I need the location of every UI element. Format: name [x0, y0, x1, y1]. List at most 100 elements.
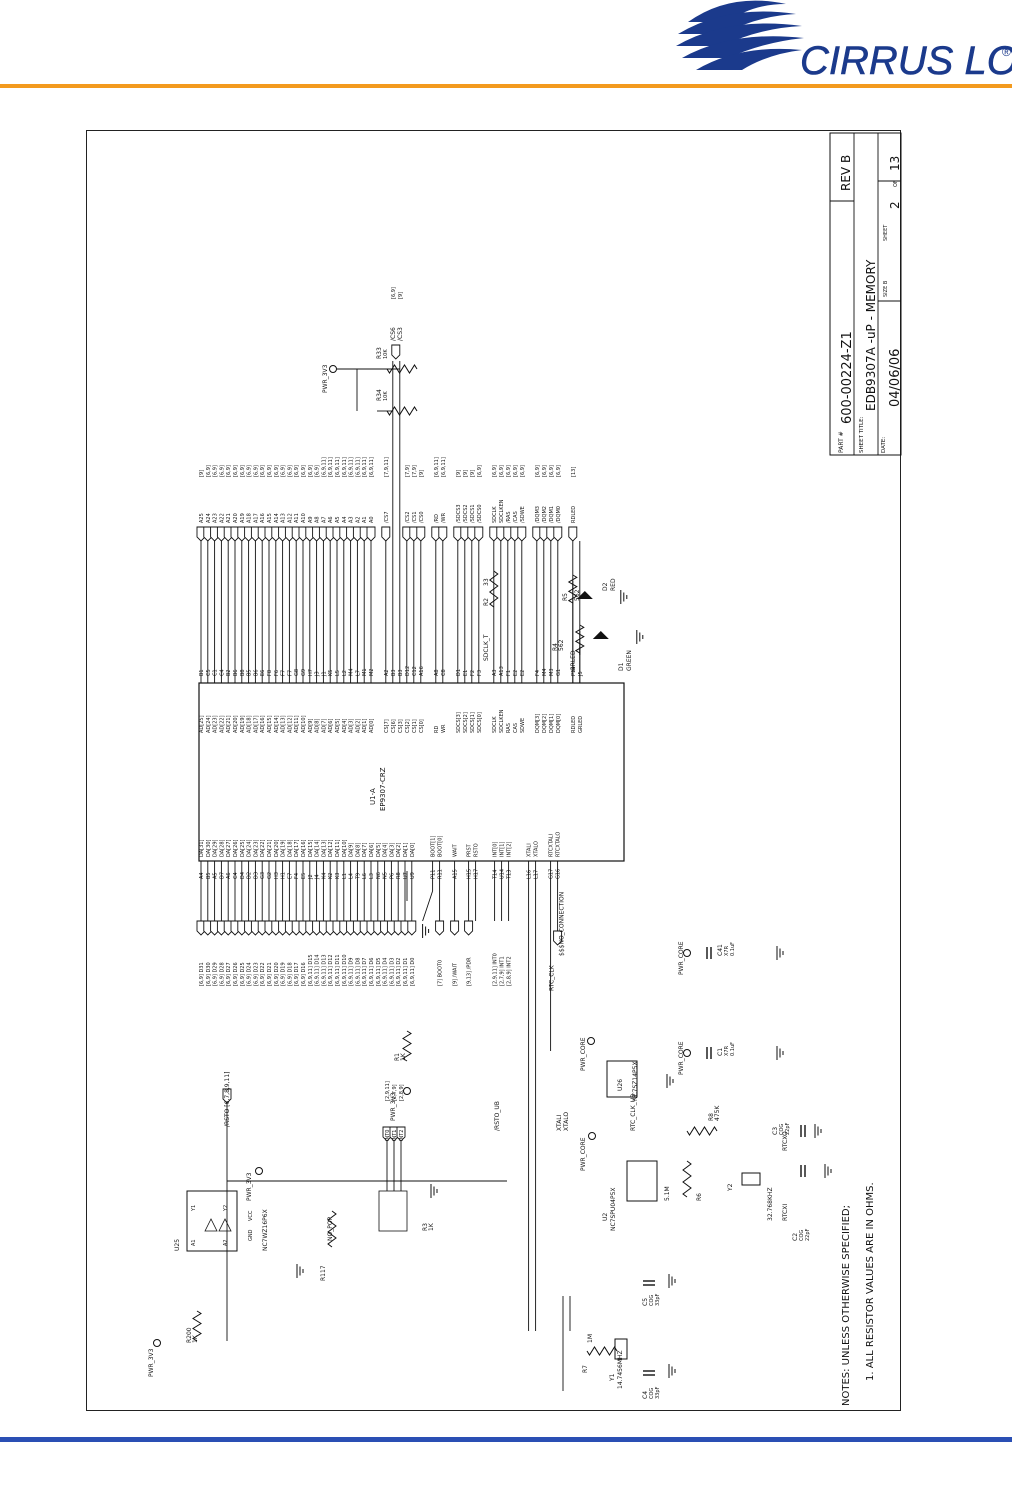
net-label: /SDCS1 [470, 504, 476, 523]
rsto-label: /RSTO [6,7,8,9,11] [224, 1071, 231, 1127]
net-label: /SDWE [520, 506, 526, 523]
pin-number: L17 [534, 870, 540, 879]
c4-ref: C4 [642, 1391, 649, 1399]
u25-part: NC7WZ16P6X [262, 1209, 269, 1251]
date-label: DATE: [881, 437, 887, 453]
pin-name: AD[23] [213, 715, 219, 733]
net-label: RDLED [571, 506, 577, 523]
pin-number: C1 [213, 669, 219, 676]
u25-ref: U25 [174, 1239, 181, 1251]
net-ref: [6,9] [492, 465, 498, 477]
pin-number: H15 [467, 869, 473, 879]
net-label: [2,8,9] INT2 [507, 956, 513, 986]
net-ref: [6,9,11] [434, 457, 440, 477]
net-label: [6,9] D17 [294, 962, 300, 986]
sheet-total: 13 [888, 156, 902, 171]
pwr-3v3-pin-icon [329, 365, 337, 373]
int-net-label: INT1 [392, 1130, 398, 1141]
net-label: [2,7,9] INT1 [500, 956, 506, 986]
c4-type: COG [649, 1388, 655, 1399]
crystal-y2-icon [741, 1172, 761, 1186]
int-net-ref: [2,7,9] [392, 1084, 398, 1101]
pwr-3v3-label: PWR_3V3 [148, 1348, 155, 1377]
pin-number: A6 [226, 872, 232, 879]
pin-name: AD[18] [247, 715, 253, 733]
sheet-number: 2 [888, 201, 902, 209]
pin-name: AD[24] [206, 715, 212, 733]
pin-name: CS[2] [405, 719, 411, 733]
net-label: [6,9] D30 [206, 962, 212, 986]
pin-name: DA[11] [335, 840, 341, 857]
r200-value: 1K [192, 1334, 199, 1343]
net-ref: [6,9,11] [321, 457, 327, 477]
pin-number: A16 [419, 666, 425, 676]
int-net-label: INT0 [385, 1130, 391, 1141]
reset-connector-icon [464, 920, 474, 936]
net-ref: [6,9] [281, 465, 287, 477]
net-ref: [6,9] [274, 465, 280, 477]
resistor-r34-icon [386, 406, 418, 416]
net-label: /WR [441, 512, 447, 523]
capacitor-c41-icon [706, 947, 712, 959]
d1-ref: D1 [618, 662, 625, 671]
pin-number: B3 [391, 669, 397, 676]
pin-number: K5 [328, 670, 334, 676]
pin-number: B6 [253, 669, 259, 676]
c3-type: COG [779, 1124, 785, 1135]
footer-rule [0, 1437, 1012, 1442]
net-ref: [6,9] [206, 465, 212, 477]
wait-connector-icon [450, 920, 460, 936]
pin-number: K3 [335, 873, 341, 879]
pin-name: DA[12] [328, 840, 334, 857]
net-label: /CS0 [419, 511, 425, 523]
bus-connector-icon [381, 526, 391, 542]
net-label: [6,9] D28 [219, 962, 225, 986]
net-label: [6,9,11] D1 [403, 958, 409, 986]
pin-number: A2 [384, 669, 390, 676]
pin-number: M4 [349, 669, 355, 677]
ground-icon [636, 630, 644, 644]
pin-name: CS[6] [391, 719, 397, 733]
pin-number: D1 [456, 669, 462, 676]
net-ref: [7,9] [405, 465, 411, 477]
pin-name: DA[9] [349, 843, 355, 857]
net-label: [6,9] D21 [267, 962, 273, 986]
pin-name: DA[2] [396, 843, 402, 857]
net-label: [6,9,11] D3 [389, 958, 395, 986]
net-label: A8 [315, 516, 321, 523]
pin-name: INT[1] [500, 842, 506, 857]
net-label: A16 [260, 513, 266, 523]
c2-ref: C2 [792, 1233, 799, 1241]
pin-number: A13 [499, 666, 505, 676]
pin-number: G9 [301, 669, 307, 676]
pin-number: A4 [199, 872, 205, 879]
net-label: A13 [281, 513, 287, 523]
net-ref: [6,9,11] [342, 457, 348, 477]
r6-ref: R6 [696, 1193, 703, 1201]
grled-label: GRLED [570, 650, 577, 671]
pin-name: DA[13] [321, 840, 327, 857]
pin-number: M4 [542, 669, 548, 677]
capacitor-c3-icon [800, 1125, 806, 1137]
resistor-r1-icon [402, 1030, 412, 1062]
ground-icon [776, 946, 784, 960]
pin-name: SDCS[1] [470, 712, 476, 733]
pin-number: A8 [434, 669, 440, 676]
pin-name: RSTO [474, 843, 480, 857]
pin-name: CS[3] [398, 719, 404, 733]
pin-number: G16 [556, 869, 562, 879]
net-ref: [6,9] [253, 465, 259, 477]
pin-number: B3 [398, 669, 404, 676]
pin-number: H17 [474, 869, 480, 879]
net-ref: [6,9] [294, 465, 300, 477]
pin-name: WR [441, 724, 447, 733]
pin-number: F7 [287, 670, 293, 676]
net-ref: [7,9,11] [384, 457, 390, 477]
pin-number: H7 [308, 669, 314, 676]
pin-name: DA[31] [199, 840, 205, 857]
pin-number: G8 [294, 669, 300, 676]
ground-icon [296, 1264, 304, 1278]
pin-name: AD[8] [315, 719, 321, 733]
bus-connector-icon [416, 526, 426, 542]
